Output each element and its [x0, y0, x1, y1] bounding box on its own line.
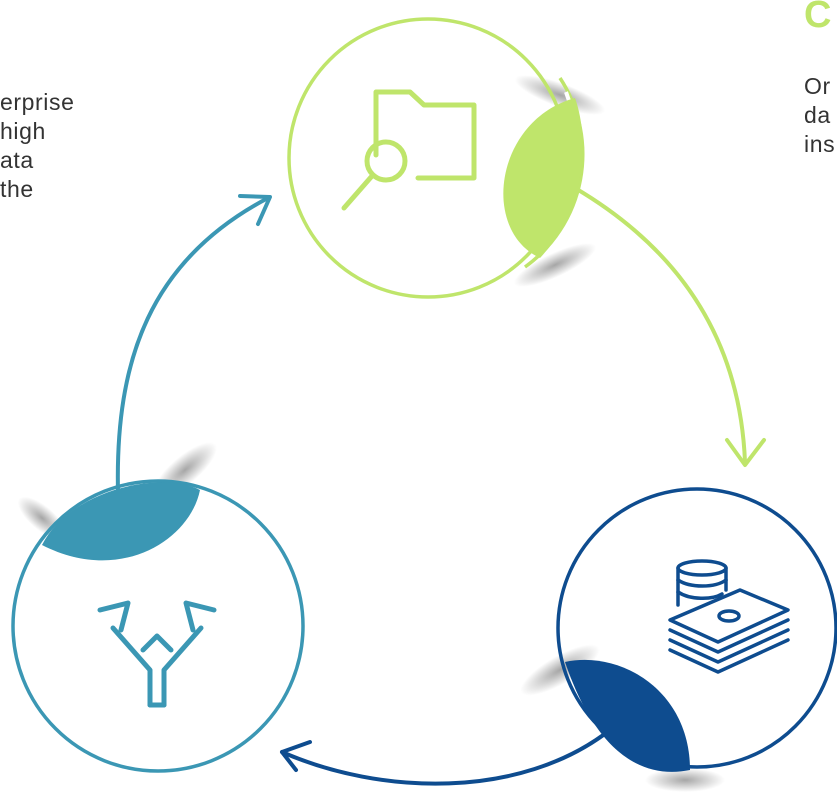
folder-search-icon: [341, 89, 477, 211]
left-partial-text: erprise high ata the: [0, 89, 75, 202]
arrow-top-to-right: [573, 186, 766, 467]
arrow-right-to-left: [280, 728, 612, 786]
arrow-left-to-top: [115, 194, 272, 494]
money-coins-icon: [668, 559, 790, 674]
split-arrows-icon: [97, 600, 217, 708]
right-partial-heading: C: [804, 0, 832, 36]
node-bottom-right: [520, 487, 837, 792]
node-top: [287, 17, 606, 299]
right-partial-text: Or da ins: [804, 73, 836, 157]
node-bottom-left: [11, 442, 305, 773]
